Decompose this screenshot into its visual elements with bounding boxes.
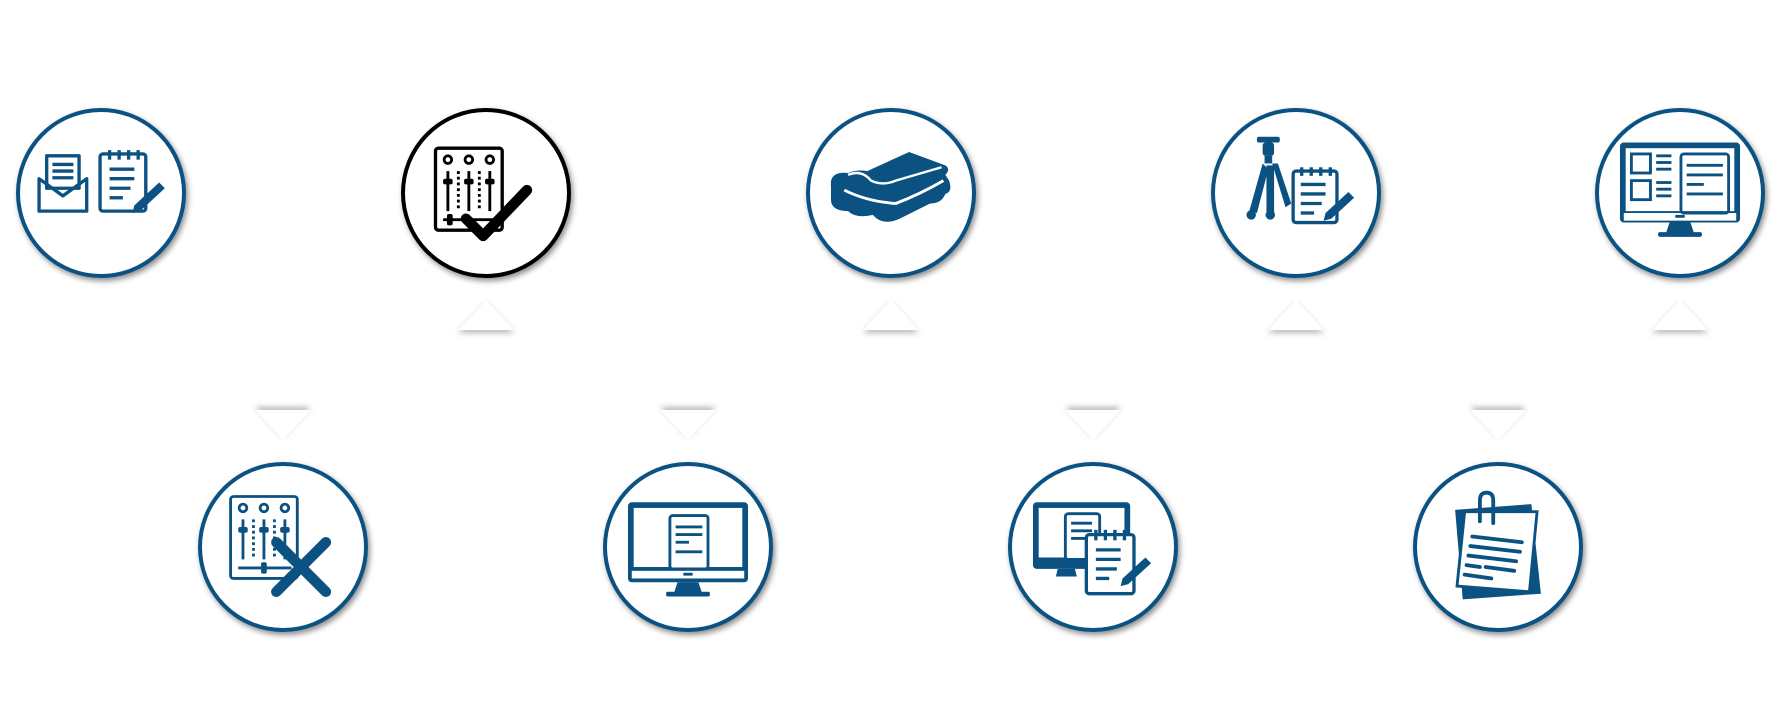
mail-and-notepad-icon [37,150,165,214]
monitor-notepad-icon [1032,502,1152,596]
up-arrow-connector-icon [458,300,514,330]
mixer-check-icon [433,146,533,242]
monitor-document-icon [627,502,749,597]
step-node-sandwich[interactable] [806,108,976,278]
monitor-dashboard-icon [1619,142,1741,237]
down-arrow-connector-icon [1065,410,1121,440]
step-node-monitor-document[interactable] [603,462,773,632]
down-arrow-connector-icon [1470,410,1526,440]
step-node-monitor-notepad[interactable] [1008,462,1178,632]
step-node-clipped-documents[interactable] [1413,462,1583,632]
step-node-mail-notepad[interactable] [16,108,186,278]
step-node-monitor-dashboard[interactable] [1595,108,1765,278]
up-arrow-connector-icon [1268,300,1324,330]
step-node-mixer-check[interactable] [401,108,571,278]
mixer-cross-icon [229,495,332,598]
sandwich-icon [830,152,951,222]
step-node-tripod-notepad[interactable] [1211,108,1381,278]
step-node-mixer-cross[interactable] [198,462,368,632]
down-arrow-connector-icon [255,410,311,440]
down-arrow-connector-icon [660,410,716,440]
up-arrow-connector-icon [863,300,919,330]
tripod-notepad-icon [1246,136,1355,225]
up-arrow-connector-icon [1652,300,1708,330]
clipped-documents-icon [1455,490,1541,600]
